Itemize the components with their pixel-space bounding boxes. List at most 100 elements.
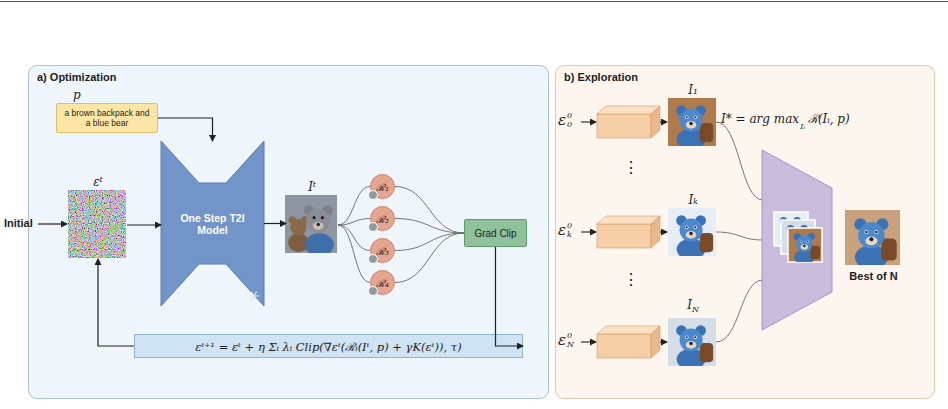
connector-arrow: [127, 224, 161, 225]
prism-side: [651, 216, 660, 248]
prism-top: [597, 106, 660, 114]
latent-block: [581, 106, 667, 358]
prism-top: [597, 326, 660, 334]
flow-arrow: [660, 341, 667, 342]
stacked-image: [794, 233, 820, 265]
image-node: I₁: [669, 99, 717, 147]
snowflake-stroke: [249, 295, 259, 296]
panel-title: a) Optimization: [37, 71, 116, 83]
connector-arrow: [158, 118, 213, 141]
connector-line: [395, 219, 464, 234]
image-node: Iᵗ: [286, 196, 338, 254]
node-text: ℛ₁: [376, 180, 389, 194]
snowflake-stroke: [252, 292, 257, 301]
stacked-image: [781, 220, 815, 254]
node-text: a brown backpack and a blue bear: [63, 108, 151, 128]
text-holder: Iᵗ: [266, 180, 358, 194]
text-holder: Grad Clip: [465, 220, 526, 246]
flow-arrow: [660, 231, 667, 232]
connector-line: [338, 219, 370, 226]
node-text: εᵗ⁺¹ = εᵗ + η Σᵢ λᵢ Clip(∇εᵗ(ℛᵢ(Iᵗ, p) +…: [195, 339, 461, 354]
prism-face: [597, 334, 651, 358]
text-holder: Best of N: [826, 270, 921, 282]
connector-line: [395, 233, 464, 283]
text-holder: ℛ₃: [371, 239, 394, 262]
image-node: Best of N: [846, 211, 901, 266]
stacked-image: [774, 212, 808, 246]
node-heading: εᵗ: [93, 175, 102, 189]
node-heading: N: [692, 305, 699, 314]
node-heading: p: [73, 88, 81, 102]
node-heading: Best of N: [849, 270, 897, 282]
image-background: [668, 208, 716, 256]
text-holder: IN: [649, 298, 737, 317]
prompt-box: pa brown backpack and a blue bear: [56, 103, 158, 133]
process-box: Grad Clip: [464, 219, 527, 247]
node-heading: Iᵗ: [308, 180, 316, 194]
stacked-image: [787, 225, 813, 257]
selector-wire: [716, 280, 763, 342]
node-heading: I: [687, 298, 692, 312]
flow-arrow: [581, 231, 596, 232]
connector-arrow: [264, 223, 286, 224]
text-holder: a brown backpack and a blue bear: [57, 104, 157, 132]
flow-arrow: [581, 341, 596, 342]
panel-title: b) Exploration: [564, 71, 638, 83]
text-holder: a) Optimization: [37, 71, 116, 83]
prism-side: [651, 326, 660, 358]
prism-top: [597, 216, 660, 224]
node-text: Grad Clip: [474, 228, 516, 239]
text-holder: b) Exploration: [564, 71, 638, 83]
model-block: One Step T2I Model: [161, 141, 264, 306]
node-text: ℛ₃: [376, 244, 389, 258]
connector-line: [338, 187, 370, 226]
flow-arrow: [660, 121, 667, 122]
page-rule: [0, 1, 948, 2]
image-node: IN: [669, 319, 717, 367]
stacked-image: [780, 217, 806, 249]
node-text: One Step T2I Model: [175, 212, 250, 236]
connector-line: [395, 233, 464, 251]
prism-face: [597, 114, 651, 138]
noise-image: [68, 190, 126, 258]
selector-wire: [716, 122, 763, 200]
text-holder: I₁: [649, 83, 737, 97]
text-holder: εᵗ⁺¹ = εᵗ + η Σᵢ λᵢ Clip(∇εᵗ(ℛᵢ(Iᵗ, p) +…: [135, 335, 522, 357]
text-holder: p: [73, 88, 81, 102]
node-text: ℛ₄: [376, 276, 389, 290]
image-background: [285, 195, 337, 253]
noise-latent: εᵗ: [69, 191, 127, 259]
image-background: [845, 210, 900, 265]
model-outline: [161, 141, 264, 306]
snowflake-icon: [249, 292, 259, 301]
connector-line: [338, 225, 370, 251]
text-holder: Iₖ: [649, 193, 737, 207]
node-heading: Iₖ: [688, 193, 697, 207]
reward-circle: ℛ₃: [370, 238, 395, 263]
panel: b) ExplorationI₁ IₖIN Best of N: [555, 65, 935, 399]
panel: a) Optimizationpa brown backpack and a b…: [28, 65, 549, 399]
image-background: [668, 98, 716, 146]
generated-image: [676, 215, 713, 260]
connector-line: [395, 187, 464, 234]
best-image: [854, 218, 896, 269]
snowflake-stroke: [252, 292, 257, 301]
image-node: Iₖ: [669, 209, 717, 257]
connector-arrow: [496, 247, 524, 346]
stacked-image: [788, 228, 822, 262]
generated-image: [288, 205, 334, 256]
prism-side: [651, 106, 660, 138]
initial-arrow: [38, 223, 67, 224]
equation-box: εᵗ⁺¹ = εᵗ + η Σᵢ λᵢ Clip(∇εᵗ(ℛᵢ(Iᵗ, p) +…: [134, 334, 523, 358]
node-text: ℛ₂: [376, 212, 389, 226]
reward-circle: ℛ₂: [370, 206, 395, 231]
reward-circle: ℛ₁: [370, 174, 395, 199]
node-heading: I₁: [688, 83, 698, 97]
connector-line: [338, 225, 370, 283]
text-holder: One Step T2I Model: [161, 141, 264, 306]
image-background: [668, 318, 716, 366]
prism-face: [597, 224, 651, 248]
flow-arrow: [581, 121, 596, 122]
reward-selector: [762, 150, 832, 330]
